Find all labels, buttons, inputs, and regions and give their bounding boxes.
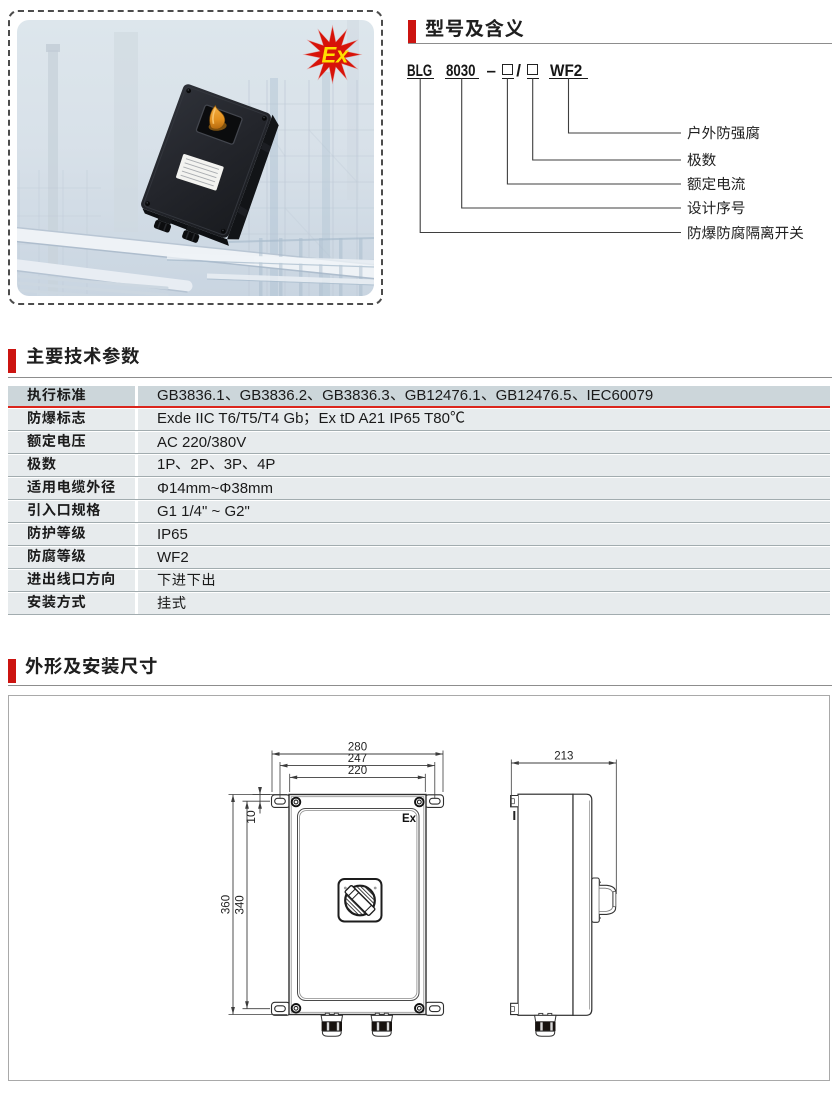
svg-text:247: 247	[348, 753, 367, 765]
svg-text:220: 220	[348, 765, 367, 777]
svg-text:360: 360	[221, 895, 233, 914]
svg-text:Ex: Ex	[322, 43, 350, 68]
svg-text:213: 213	[554, 751, 573, 763]
svg-text:Ex: Ex	[402, 813, 417, 825]
svg-text:280: 280	[348, 742, 367, 754]
svg-text:340: 340	[235, 895, 247, 914]
svg-text:10: 10	[244, 810, 258, 824]
